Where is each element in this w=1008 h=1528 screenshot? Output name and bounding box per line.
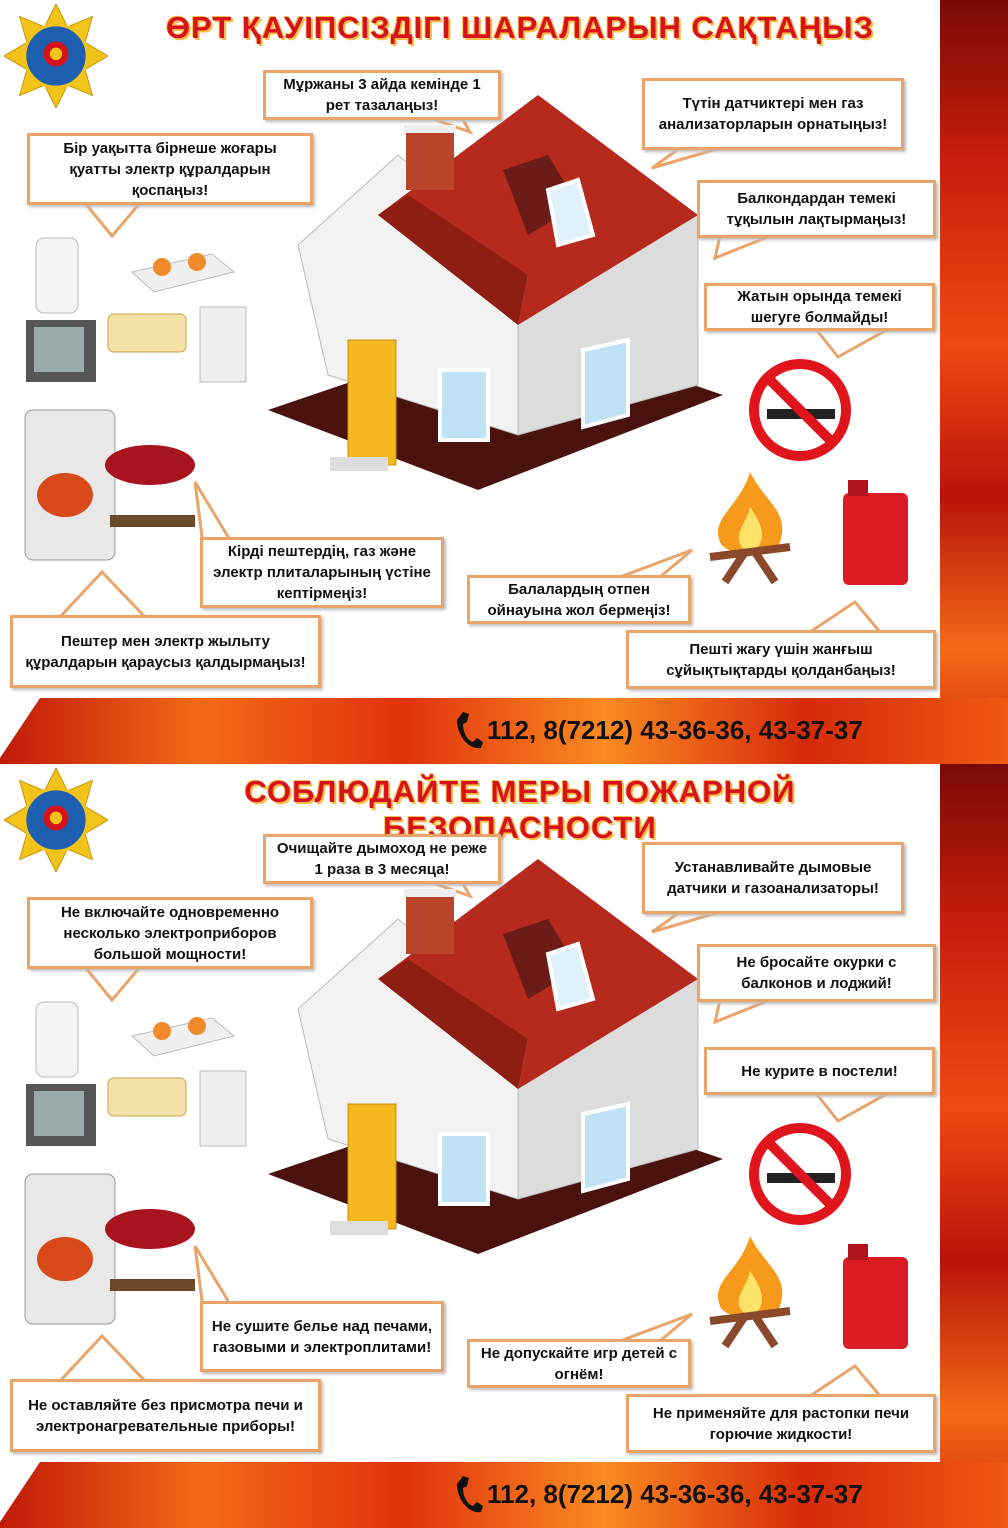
campfire-icon bbox=[709, 472, 791, 585]
tip-bed: Жатын орында темекі шегуге болмайды! bbox=[704, 283, 935, 331]
phone-icon bbox=[457, 712, 483, 749]
jerrycan-icon bbox=[843, 1244, 908, 1349]
flame-border-bottom bbox=[0, 1462, 1008, 1528]
tip-chimney: Очищайте дымоход не реже 1 раза в 3 меся… bbox=[263, 834, 501, 884]
flame-border-bottom bbox=[0, 698, 1008, 764]
emblem-icon bbox=[4, 768, 108, 872]
tip-children: Балалардың отпен ойнауына жол бермеңіз! bbox=[467, 575, 691, 624]
tip-detectors: Түтін датчиктері мен газ анализаторларын… bbox=[642, 78, 904, 150]
campfire-icon bbox=[709, 1236, 791, 1349]
tip-appliances: Бір уақытта бірнеше жоғары қуатты электр… bbox=[27, 133, 313, 205]
emergency-phone: 112, 8(7212) 43-36-36, 43-37-37 bbox=[455, 1474, 863, 1514]
tip-bed: Не курите в постели! bbox=[704, 1047, 935, 1095]
phone-icon bbox=[457, 1476, 483, 1513]
tip-balcony: Балкондардан темекі тұқылын лақтырмаңыз! bbox=[697, 180, 936, 238]
tip-liquids: Не применяйте для растопки печи горючие … bbox=[626, 1394, 936, 1453]
poster-title: ӨРТ ҚАУІПСІЗДІГІ ШАРАЛАРЫН САҚТАҢЫЗ bbox=[165, 10, 875, 45]
house-illustration bbox=[268, 859, 723, 1254]
panel-kazakh: ӨРТ ҚАУІПСІЗДІГІ ШАРАЛАРЫН САҚТАҢЫЗ bbox=[0, 0, 1008, 764]
no-smoking-icon bbox=[749, 359, 851, 461]
flame-border-right bbox=[940, 0, 1008, 764]
tip-balcony: Не бросайте окурки с балконов и лоджий! bbox=[697, 944, 936, 1002]
poster-title: СОБЛЮДАЙТЕ МЕРЫ ПОЖАРНОЙ БЕЗОПАСНОСТИ bbox=[244, 774, 796, 845]
flame-border-right bbox=[940, 764, 1008, 1528]
tip-drying: Не сушите белье над печами, газовыми и э… bbox=[200, 1301, 444, 1372]
tip-appliances: Не включайте одновременно несколько элек… bbox=[27, 897, 313, 969]
panel-russian: СОБЛЮДАЙТЕ МЕРЫ ПОЖАРНОЙ БЕЗОПАСНОСТИ bbox=[0, 764, 1008, 1528]
emblem-icon bbox=[4, 4, 108, 108]
jerrycan-icon bbox=[843, 480, 908, 585]
house-illustration bbox=[268, 95, 723, 490]
tip-children: Не допускайте игр детей с огнём! bbox=[467, 1339, 691, 1388]
tip-chimney: Мұржаны 3 айда кемінде 1 рет тазалаңыз! bbox=[263, 70, 501, 120]
phone-numbers: 112, 8(7212) 43-36-36, 43-37-37 bbox=[487, 714, 863, 745]
tip-unattended: Пештер мен электр жылыту құралдарын қара… bbox=[10, 615, 321, 688]
appliances-illustration bbox=[26, 1001, 247, 1147]
tip-detectors: Устанавливайте дымовые датчики и газоана… bbox=[642, 842, 904, 914]
stove-illustration bbox=[24, 1173, 195, 1325]
tip-unattended: Не оставляйте без присмотра печи и элект… bbox=[10, 1379, 321, 1452]
stove-illustration bbox=[24, 409, 195, 561]
no-smoking-icon bbox=[749, 1123, 851, 1225]
emergency-phone: 112, 8(7212) 43-36-36, 43-37-37 bbox=[455, 710, 863, 750]
tip-liquids: Пешті жағу үшін жанғыш сұйықтықтарды қол… bbox=[626, 630, 936, 689]
appliances-illustration bbox=[26, 237, 247, 383]
tip-drying: Кірді пештердің, газ және электр плитала… bbox=[200, 537, 444, 608]
phone-numbers: 112, 8(7212) 43-36-36, 43-37-37 bbox=[487, 1478, 863, 1509]
